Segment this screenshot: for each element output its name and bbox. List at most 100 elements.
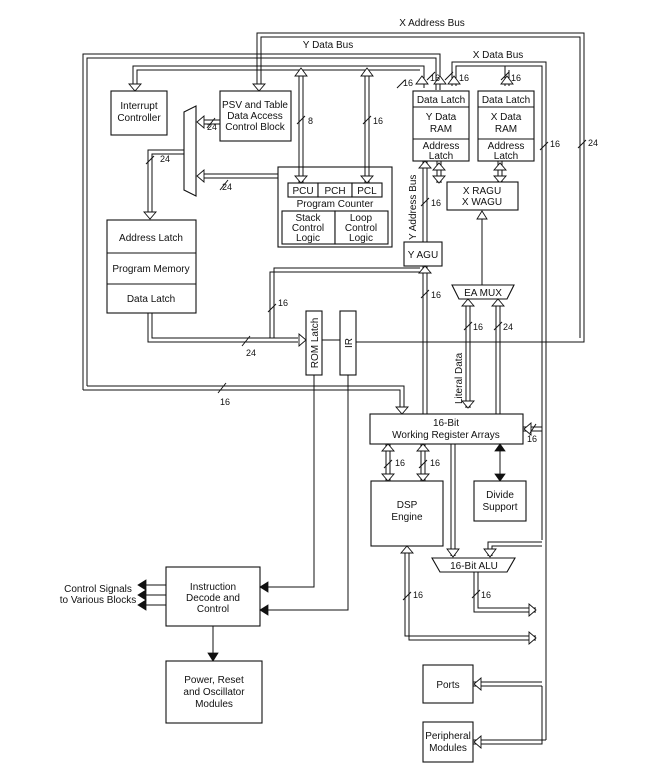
svg-text:16: 16 bbox=[511, 73, 521, 83]
svg-text:8: 8 bbox=[308, 116, 313, 126]
svg-text:Logic: Logic bbox=[349, 233, 373, 244]
svg-text:16: 16 bbox=[373, 116, 383, 126]
dsp-engine: DSP Engine bbox=[370, 480, 444, 547]
svg-text:16: 16 bbox=[403, 78, 413, 88]
rom-latch-block: ROM Latch bbox=[305, 310, 323, 376]
svg-text:16-Bit: 16-Bit bbox=[433, 418, 459, 429]
x-address-bus bbox=[252, 32, 585, 343]
pcl-register: PCL bbox=[357, 186, 377, 197]
x-address-bus-label: X Address Bus bbox=[399, 18, 465, 29]
svg-text:24: 24 bbox=[207, 122, 217, 132]
svg-text:Power, Reset: Power, Reset bbox=[184, 675, 244, 686]
control-signals-label: Control Signals to Various Blocks bbox=[60, 584, 137, 606]
pch-register: PCH bbox=[324, 186, 345, 197]
power-reset-oscillator-modules: Power, Reset and Oscillator Modules bbox=[165, 660, 263, 724]
y-data-latch: Data Latch bbox=[417, 95, 465, 106]
svg-text:Support: Support bbox=[482, 502, 517, 513]
ports-to-xbus bbox=[473, 677, 542, 691]
svg-text:16: 16 bbox=[413, 590, 423, 600]
ea-mux: EA MUX bbox=[451, 284, 515, 300]
svg-text:24: 24 bbox=[222, 182, 232, 192]
wr-to-alu-links bbox=[446, 444, 542, 558]
svg-text:ROM Latch: ROM Latch bbox=[310, 318, 321, 369]
x-data-bus-label: X Data Bus bbox=[473, 50, 524, 61]
svg-text:Peripheral: Peripheral bbox=[425, 731, 471, 742]
divide-support: Divide Support bbox=[473, 480, 527, 522]
mux-to-address-latch: 24 bbox=[143, 149, 184, 220]
working-register-arrays: 16-Bit Working Register Arrays bbox=[369, 413, 524, 445]
latch-to-decoder-links bbox=[259, 375, 349, 616]
svg-text:EA MUX: EA MUX bbox=[464, 288, 502, 299]
svg-text:Working Register Arrays: Working Register Arrays bbox=[392, 430, 500, 441]
y-address-latch: Address bbox=[423, 141, 460, 152]
svg-text:DSP: DSP bbox=[397, 500, 418, 511]
svg-text:Instruction: Instruction bbox=[190, 582, 236, 593]
ea-mux-to-ragu bbox=[476, 210, 488, 285]
svg-text:16: 16 bbox=[430, 73, 440, 83]
svg-text:24: 24 bbox=[503, 322, 513, 332]
svg-text:RAM: RAM bbox=[430, 124, 452, 135]
svg-text:Data Access: Data Access bbox=[227, 111, 283, 122]
svg-text:and Oscillator: and Oscillator bbox=[183, 687, 245, 698]
dsp-output-bus: 16 bbox=[400, 545, 537, 645]
pcu-register: PCU bbox=[292, 186, 313, 197]
pm-data-to-rom-latch: 24 bbox=[147, 313, 307, 358]
pm-data-latch: Data Latch bbox=[127, 294, 175, 305]
x-ragu: X RAGU bbox=[463, 186, 501, 197]
svg-text:Engine: Engine bbox=[391, 512, 423, 523]
y-data-ram: Y Data bbox=[426, 112, 457, 123]
x-data-ram: X Data bbox=[491, 112, 522, 123]
svg-text:Modules: Modules bbox=[429, 743, 467, 754]
svg-text:Decode and: Decode and bbox=[186, 593, 240, 604]
svg-text:Control: Control bbox=[345, 223, 377, 234]
psv-to-mux-bus: 24 bbox=[196, 115, 220, 132]
loop-bus-16: 16 bbox=[83, 382, 409, 415]
svg-text:16: 16 bbox=[395, 458, 405, 468]
svg-text:IR: IR bbox=[344, 338, 355, 348]
x-data-bus bbox=[447, 61, 547, 740]
y-data-ram-block: Data Latch Y Data RAM Address Latch bbox=[412, 90, 470, 162]
peripheral-modules-block: Peripheral Modules bbox=[422, 721, 474, 763]
ram-to-ragu-links bbox=[432, 161, 507, 184]
loop-control-logic: Loop bbox=[350, 213, 373, 224]
control-signals-out bbox=[137, 579, 166, 611]
svg-text:Logic: Logic bbox=[296, 233, 320, 244]
svg-text:Y AGU: Y AGU bbox=[408, 250, 438, 261]
svg-text:16: 16 bbox=[459, 73, 469, 83]
svg-text:16: 16 bbox=[473, 322, 483, 332]
svg-text:PSV and Table: PSV and Table bbox=[222, 100, 288, 111]
literal-data-bus: 16 24 bbox=[461, 298, 513, 414]
ybus-to-working-registers: 16 bbox=[418, 265, 441, 414]
x-ragu-wagu-block: X RAGU X WAGU bbox=[446, 181, 519, 211]
address-mux bbox=[183, 105, 197, 197]
program-memory-block: Address Latch Program Memory Data Latch bbox=[106, 219, 197, 314]
x-data-ram-block: Data Latch X Data RAM Address Latch bbox=[477, 90, 535, 162]
ir-block: IR bbox=[339, 310, 357, 376]
svg-text:16: 16 bbox=[278, 298, 288, 308]
svg-text:16: 16 bbox=[550, 139, 560, 149]
ybus-to-pc-links: 8 16 bbox=[294, 67, 383, 184]
svg-text:Modules: Modules bbox=[195, 699, 233, 710]
svg-text:24: 24 bbox=[160, 154, 170, 164]
svg-text:16: 16 bbox=[431, 198, 441, 208]
alu-16-bit: 16-Bit ALU bbox=[431, 557, 516, 573]
svg-text:Control: Control bbox=[292, 223, 324, 234]
svg-text:RAM: RAM bbox=[495, 124, 517, 135]
svg-text:24: 24 bbox=[246, 348, 256, 358]
svg-text:16: 16 bbox=[430, 458, 440, 468]
pm-address-latch: Address Latch bbox=[119, 233, 183, 244]
ports-block: Ports bbox=[422, 664, 474, 704]
svg-text:16: 16 bbox=[220, 397, 230, 407]
wr-to-dsp-links: 16 16 bbox=[381, 443, 440, 482]
svg-text:Latch: Latch bbox=[494, 151, 518, 162]
x-data-latch: Data Latch bbox=[482, 95, 530, 106]
svg-text:to Various Blocks: to Various Blocks bbox=[60, 595, 137, 606]
stack-control-logic: Stack bbox=[295, 213, 321, 224]
alu-output-bus: 16 bbox=[471, 572, 537, 617]
svg-text:16: 16 bbox=[481, 590, 491, 600]
y-address-bus-label: Y Address Bus bbox=[408, 175, 419, 240]
svg-text:Latch: Latch bbox=[429, 151, 453, 162]
program-counter-label: Program Counter bbox=[297, 199, 374, 210]
literal-data-label: Literal Data bbox=[454, 352, 465, 404]
